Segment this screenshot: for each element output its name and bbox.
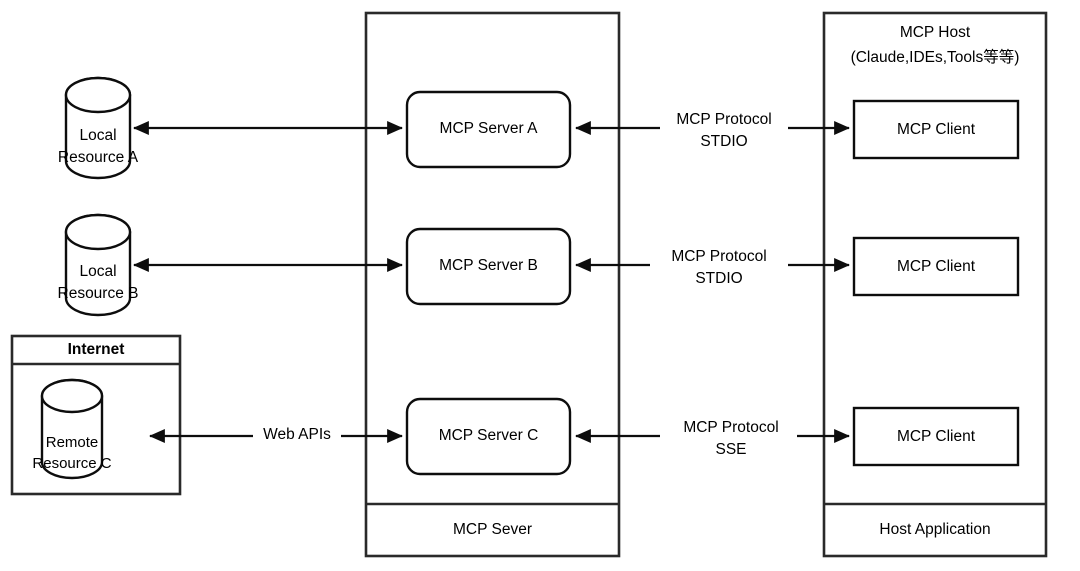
mcp-server-c[interactable]: MCP Server C bbox=[405, 397, 572, 476]
protocol-label-2-line1: MCP Protocol bbox=[671, 248, 766, 265]
local-resource-b: Local Resource B bbox=[58, 213, 139, 317]
mcp-client-3-label: MCP Client bbox=[897, 428, 976, 445]
connector-label-web-apis: Web APIs bbox=[263, 426, 331, 443]
mcp-client-2-box[interactable] bbox=[852, 236, 1020, 297]
local-resource-a: Local Resource A bbox=[58, 76, 139, 180]
mcp-client-3-box[interactable] bbox=[852, 406, 1020, 467]
mcp-client-1-box[interactable] bbox=[852, 99, 1020, 160]
cylinder-top-local-resource-b bbox=[64, 213, 132, 251]
protocol-label-3-line1: MCP Protocol bbox=[683, 419, 778, 436]
remote-resource-c-line1: Remote bbox=[46, 434, 99, 451]
mcp-server-b-label: MCP Server B bbox=[439, 257, 538, 274]
mcp-client-1-label: MCP Client bbox=[897, 121, 976, 138]
protocol-label-2-line2: STDIO bbox=[695, 270, 742, 287]
mcp-client-2-label: MCP Client bbox=[897, 258, 976, 275]
mcp-server-c-label: MCP Server C bbox=[439, 427, 539, 444]
mcp-host-header-line2: (Claude,IDEs,Tools等等) bbox=[851, 48, 1020, 66]
mcp-client-3[interactable]: MCP Client bbox=[852, 406, 1020, 467]
mcp-server-footer-label: MCP Sever bbox=[453, 521, 532, 538]
mcp-server-b-box[interactable] bbox=[405, 227, 572, 306]
cylinder-top-local-resource-a bbox=[64, 76, 132, 114]
internet-title: Internet bbox=[68, 341, 125, 358]
local-resource-a-line2: Resource A bbox=[58, 149, 139, 166]
protocol-label-1-line2: STDIO bbox=[700, 133, 747, 150]
remote-resource-c: Remote Resource C bbox=[32, 378, 112, 480]
remote-resource-c-line2: Resource C bbox=[32, 455, 111, 472]
protocol-label-3-line2: SSE bbox=[715, 441, 746, 458]
mcp-host-header-line1: MCP Host bbox=[900, 24, 971, 41]
mcp-server-b[interactable]: MCP Server B bbox=[405, 227, 572, 306]
cylinder-top-remote-resource-c bbox=[40, 378, 104, 414]
local-resource-a-line1: Local bbox=[79, 127, 116, 144]
mcp-host-footer-label: Host Application bbox=[879, 521, 990, 538]
mcp-server-a-label: MCP Server A bbox=[440, 120, 539, 137]
protocol-label-1-line1: MCP Protocol bbox=[676, 111, 771, 128]
local-resource-b-line2: Resource B bbox=[58, 285, 139, 302]
local-resource-b-line1: Local bbox=[79, 263, 116, 280]
mcp-client-1[interactable]: MCP Client bbox=[852, 99, 1020, 160]
mcp-server-c-box[interactable] bbox=[405, 397, 572, 476]
mcp-client-2[interactable]: MCP Client bbox=[852, 236, 1020, 297]
mcp-server-a[interactable]: MCP Server A bbox=[405, 90, 572, 169]
mcp-server-a-box[interactable] bbox=[405, 90, 572, 169]
